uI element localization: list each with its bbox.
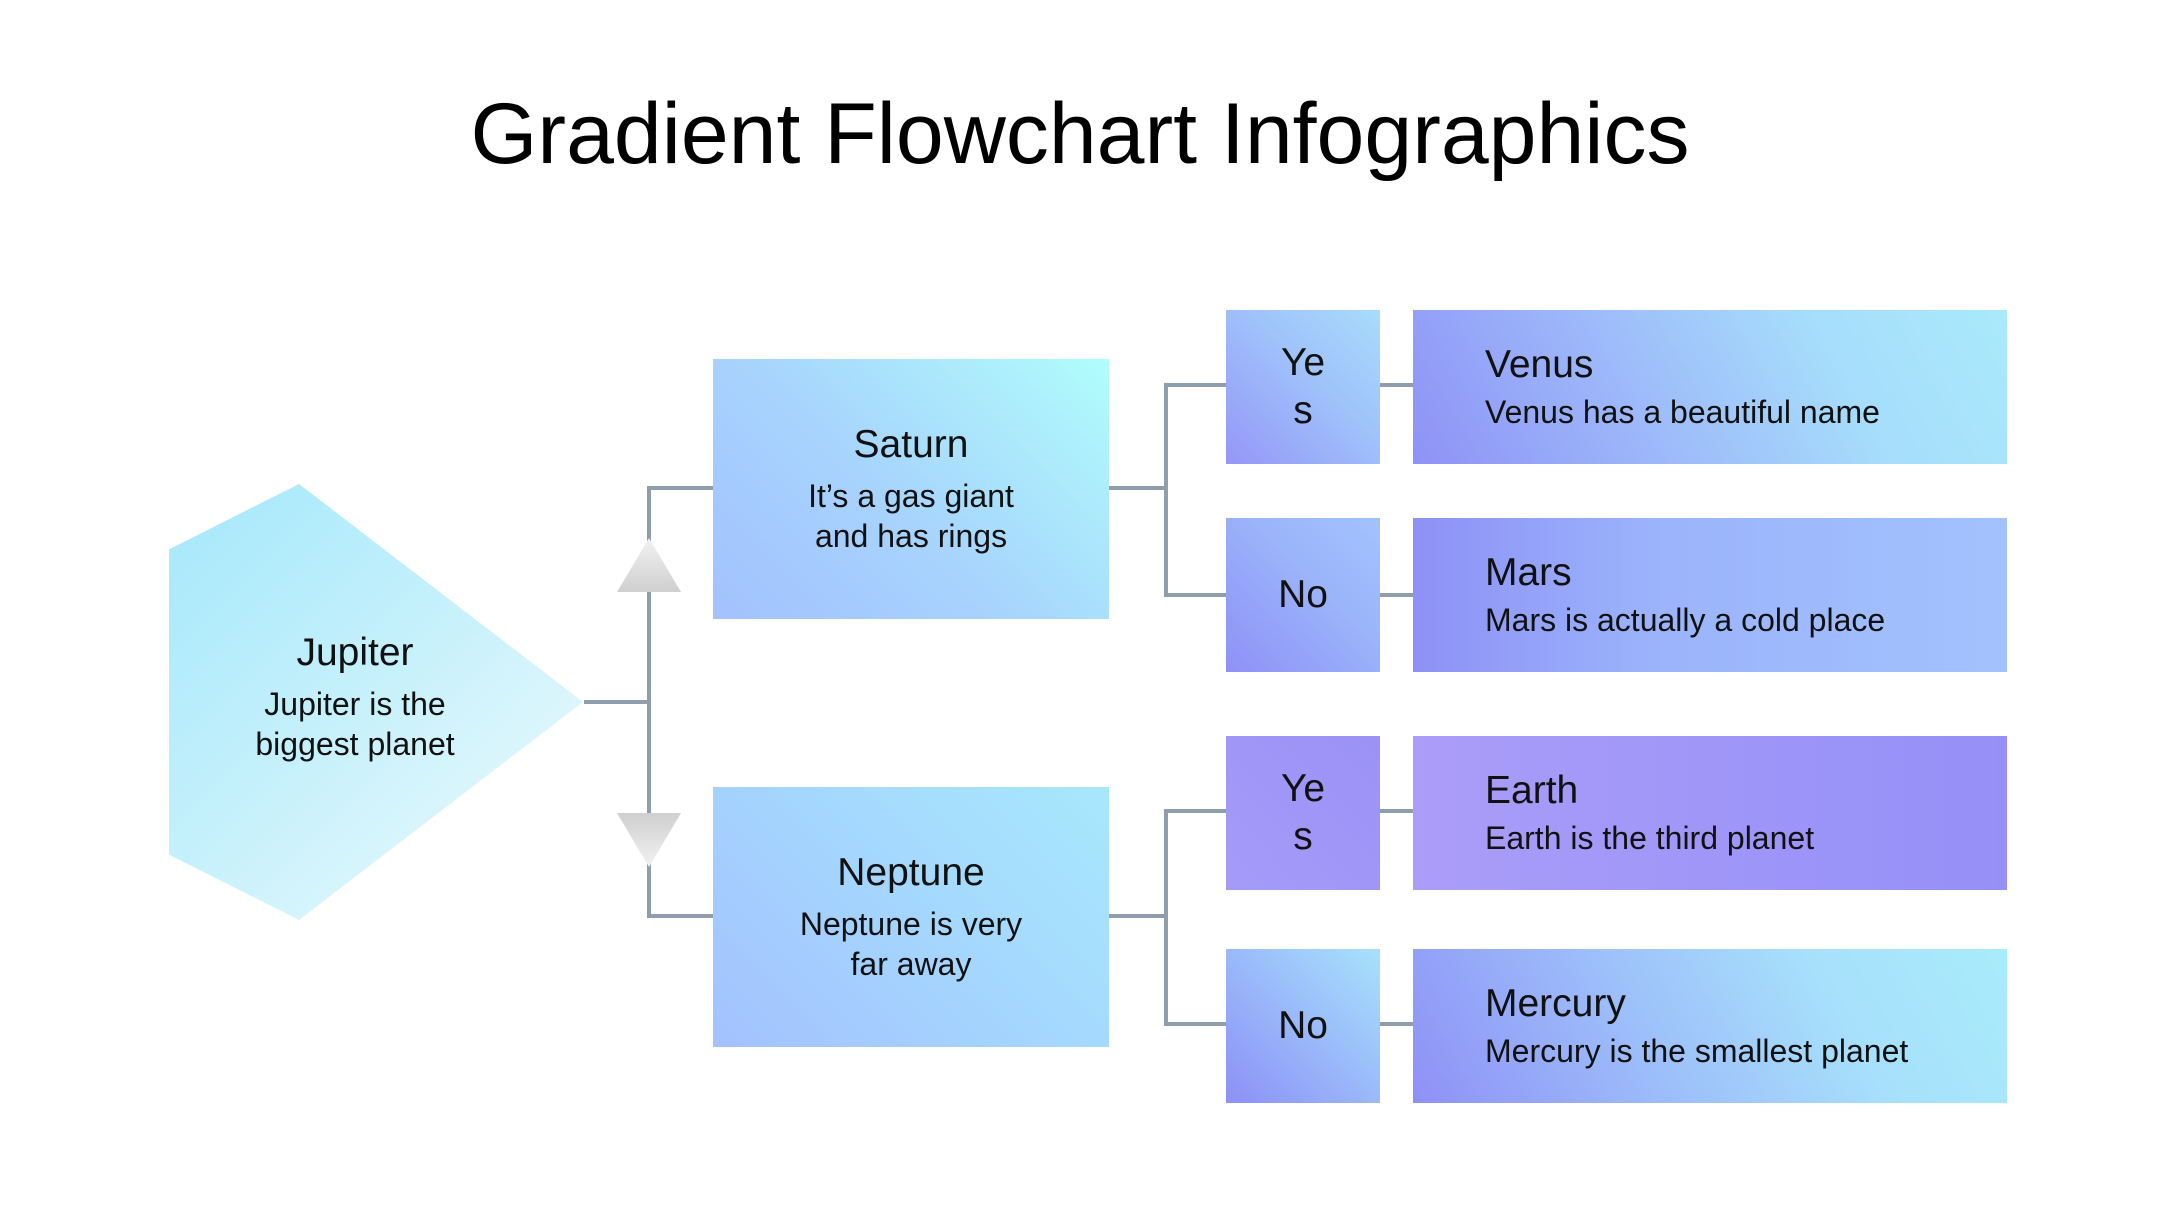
jupiter-desc-line1: Jupiter is the: [264, 686, 446, 722]
mercury-desc: Mercury is the smallest planet: [1485, 1033, 1909, 1069]
triangle-down-icon: [617, 813, 681, 867]
neptune-node: Neptune Neptune is very far away: [713, 787, 1109, 1047]
neptune-yes-label: Ye s: [1226, 736, 1380, 890]
jupiter-desc-line2: biggest planet: [255, 726, 455, 762]
yes-label-line1: Ye: [1280, 341, 1326, 384]
mars-desc: Mars is actually a cold place: [1485, 602, 1886, 638]
saturn-heading: Saturn: [853, 423, 969, 466]
saturn-desc-line2: and has rings: [814, 518, 1008, 554]
venus-desc: Venus has a beautiful name: [1485, 394, 1880, 430]
saturn-yes-label: Ye s: [1226, 310, 1380, 464]
mars-heading: Mars: [1485, 551, 1572, 594]
jupiter-heading: Jupiter: [296, 631, 414, 674]
neptune-desc-line1: Neptune is very: [799, 906, 1023, 942]
mercury-node: Mercury Mercury is the smallest planet: [1413, 949, 2007, 1103]
earth-heading: Earth: [1485, 769, 1579, 812]
earth-node: Earth Earth is the third planet: [1413, 736, 2007, 890]
yes-label-line2: s: [1293, 389, 1313, 432]
neptune-desc-line2: far away: [850, 946, 972, 982]
venus-node: Venus Venus has a beautiful name: [1413, 310, 2007, 464]
page-title: Gradient Flowchart Infographics: [470, 86, 1690, 182]
yes-label-line1: Ye: [1280, 767, 1326, 810]
mars-node: Mars Mars is actually a cold place: [1413, 518, 2007, 672]
yes-label-line2: s: [1293, 815, 1313, 858]
no-label-line1: No: [1278, 1004, 1328, 1047]
jupiter-text: Jupiter Jupiter is the biggest planet: [200, 630, 510, 764]
triangle-up-icon: [617, 538, 681, 592]
neptune-heading: Neptune: [837, 851, 985, 894]
saturn-node: Saturn It’s a gas giant and has rings: [713, 359, 1109, 619]
mercury-heading: Mercury: [1485, 982, 1626, 1025]
saturn-no-label: No: [1226, 518, 1380, 672]
saturn-desc-line1: It’s a gas giant: [808, 478, 1014, 514]
earth-desc: Earth is the third planet: [1485, 820, 1815, 856]
venus-heading: Venus: [1485, 343, 1594, 386]
no-label-line1: No: [1278, 573, 1328, 616]
neptune-no-label: No: [1226, 949, 1380, 1103]
